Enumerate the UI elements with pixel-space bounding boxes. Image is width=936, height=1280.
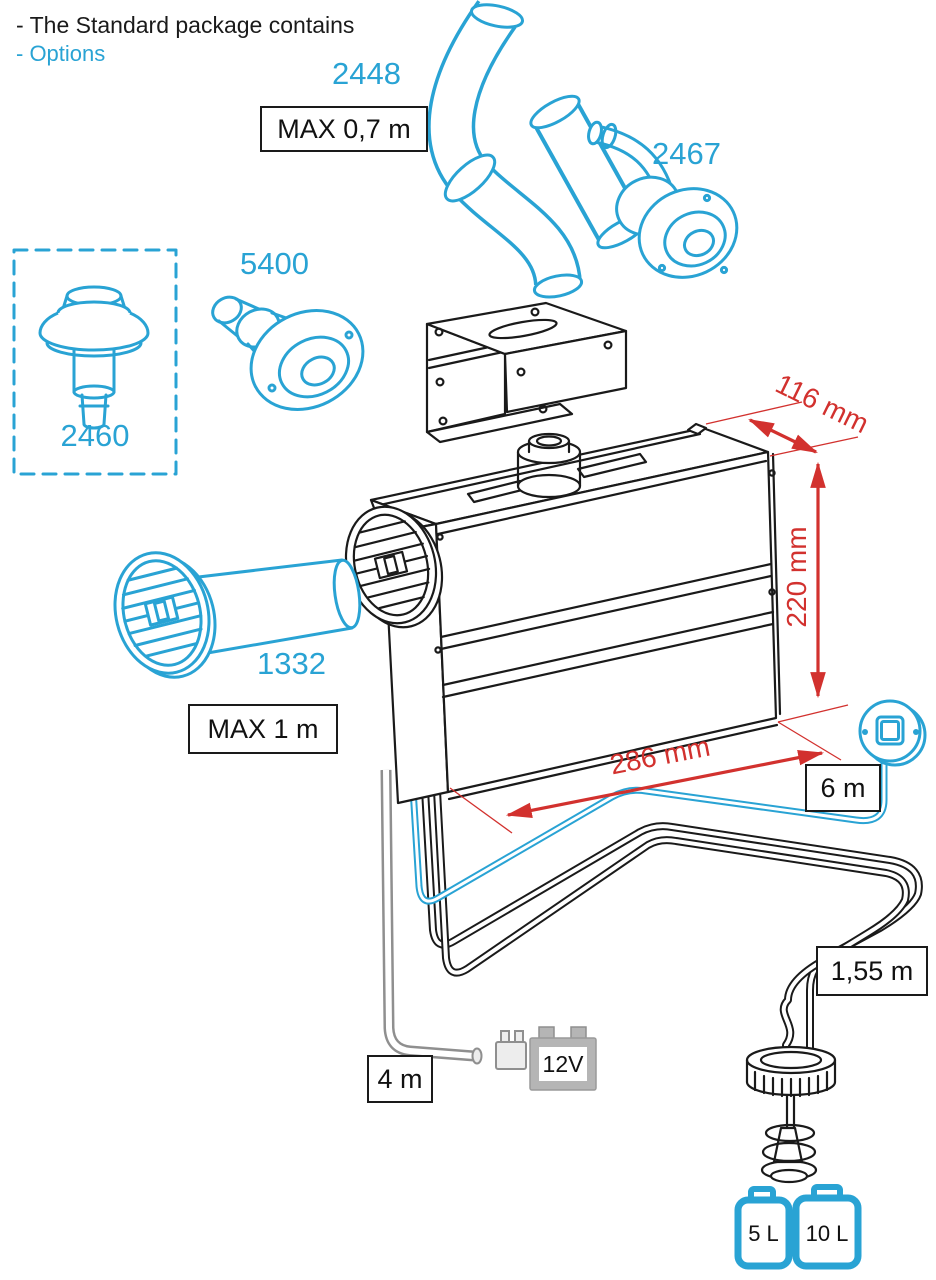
part-label-through-hull: 5400 (240, 246, 309, 281)
fuel-hose-length-box: 1,55 m (816, 946, 928, 996)
legend-standard-line: - The Standard package contains (16, 12, 355, 38)
battery-voltage-label: 12V (542, 1051, 584, 1077)
legend-options-line: - Options (16, 41, 106, 66)
fuel-line-2 (432, 771, 910, 1055)
hull-exhaust-fitting-drawing (587, 120, 739, 279)
deck-fitting-drawing (38, 285, 150, 430)
power-cable-length-box: 4 m (367, 1055, 433, 1103)
dimension-height-label: 220 mm (781, 526, 812, 628)
battery-icon (529, 1026, 597, 1091)
max-exhaust-length-box: MAX 0,7 m (260, 106, 428, 152)
control-panel-drawing (858, 699, 927, 767)
power-cable-line (380, 769, 483, 1065)
fan-grille-icon (344, 505, 444, 629)
dimension-arrow-depth (748, 418, 818, 454)
dimension-arrow-width (505, 749, 825, 819)
part-label-deck-fitting: 2460 (60, 418, 130, 453)
tank-small-icon (734, 1186, 793, 1270)
part-label-hull-fitting: 2467 (652, 136, 721, 171)
exhaust-hose-drawing (427, 0, 648, 299)
fuel-line-1 (420, 771, 923, 1052)
control-cable-length-box: 6 m (805, 764, 881, 812)
fuel-pickup-drawing (745, 1045, 837, 1184)
tank-large-label: 10 L (805, 1221, 849, 1246)
tank-small-label: 5 L (748, 1221, 779, 1246)
part-label-air-vent: 1332 (257, 646, 326, 681)
dimension-arrows (449, 401, 859, 834)
max-vent-length-box: MAX 1 m (188, 704, 338, 754)
part-label-exhaust-hose: 2448 (332, 56, 401, 91)
exhaust-stub-drawing (516, 432, 582, 499)
mounting-bracket-drawing (425, 301, 628, 444)
tank-large-icon (792, 1184, 862, 1270)
heater-unit-drawing (344, 422, 782, 805)
air-vent-drawing (113, 551, 362, 679)
fuse-drawing (495, 1030, 527, 1070)
through-hull-fitting-drawing (211, 295, 365, 411)
options-dashed-box (12, 248, 178, 476)
